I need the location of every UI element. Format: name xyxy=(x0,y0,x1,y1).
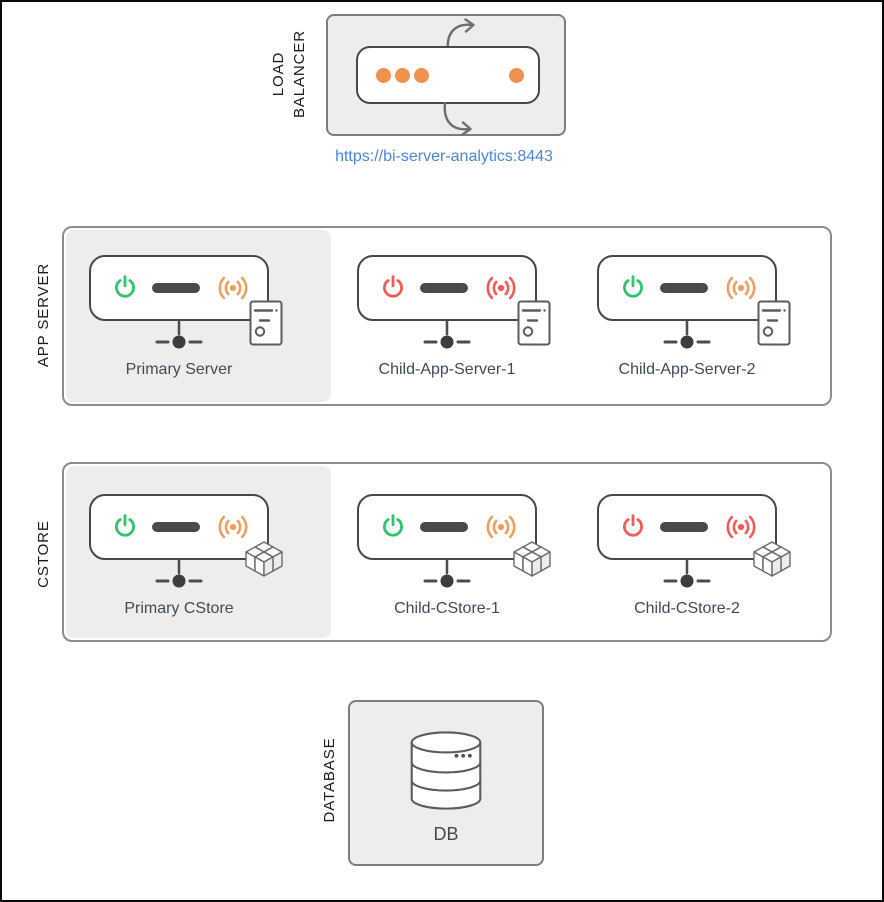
storage-pods-icon xyxy=(753,541,791,577)
server-node-label: Primary CStore xyxy=(124,600,234,617)
signal-icon xyxy=(486,276,516,300)
storage-pods-icon xyxy=(513,541,551,577)
power-icon xyxy=(115,514,135,537)
server-node-label: Child-CStore-2 xyxy=(634,600,740,617)
server-node-label: Primary Server xyxy=(125,361,233,378)
network-node-icon xyxy=(423,558,471,589)
database-section-label: DATABASE xyxy=(321,737,338,823)
server-status-card[interactable] xyxy=(89,255,283,346)
storage-pods-icon xyxy=(245,541,283,577)
server-tower-icon xyxy=(757,300,791,346)
status-dash-icon xyxy=(152,283,200,293)
server-status-card[interactable] xyxy=(357,494,551,577)
server-node-label: Child-App-Server-2 xyxy=(618,361,756,378)
server-node-label: Child-App-Server-1 xyxy=(378,361,516,378)
power-icon xyxy=(115,275,135,298)
status-dash-icon xyxy=(660,522,708,532)
power-icon xyxy=(623,275,643,298)
network-node-icon xyxy=(663,319,711,350)
node-child-cstore-2: Child-CStore-2 xyxy=(597,494,791,618)
status-dash-icon xyxy=(660,283,708,293)
lb-dot-icon xyxy=(509,68,524,83)
status-dash-icon xyxy=(420,283,468,293)
node-primary-cstore: Primary CStore xyxy=(89,494,283,618)
cycle-arrow-bottom-icon xyxy=(443,102,472,136)
server-tower-icon xyxy=(249,300,283,346)
load-balancer-box xyxy=(326,14,566,136)
app-server-section-label: APP SERVER xyxy=(35,262,52,368)
app-server-section: Primary Server Child-App-Server-1 Child-… xyxy=(62,226,832,406)
network-node-icon xyxy=(663,558,711,589)
status-dash-icon xyxy=(420,522,468,532)
server-tower-icon xyxy=(517,300,551,346)
node-child-app-server-2: Child-App-Server-2 xyxy=(597,255,791,379)
node-child-app-server-1: Child-App-Server-1 xyxy=(357,255,551,379)
signal-icon xyxy=(726,276,756,300)
database-icon xyxy=(410,731,482,810)
power-icon xyxy=(383,514,403,537)
db-label: DB xyxy=(433,824,459,844)
power-icon xyxy=(383,275,403,298)
server-node-label: Child-CStore-1 xyxy=(394,600,500,617)
node-child-cstore-1: Child-CStore-1 xyxy=(357,494,551,618)
server-status-card[interactable] xyxy=(357,255,551,346)
lb-dot-icon xyxy=(376,68,391,83)
node-primary-server: Primary Server xyxy=(89,255,283,379)
server-status-card[interactable] xyxy=(89,494,283,577)
cstore-section-label: CSTORE xyxy=(35,520,52,588)
load-balancer-icon[interactable] xyxy=(356,46,540,104)
server-status-card[interactable] xyxy=(597,255,791,346)
status-dash-icon xyxy=(152,522,200,532)
power-icon xyxy=(623,514,643,537)
cstore-section: Primary CStore Child-CStore-1 Child-CSto… xyxy=(62,462,832,642)
lb-dot-icon xyxy=(395,68,410,83)
load-balancer-url-link[interactable]: https://bi-server-analytics:8443 xyxy=(335,148,553,165)
signal-icon xyxy=(218,276,248,300)
network-node-icon xyxy=(155,319,203,350)
database-box: DB xyxy=(348,700,544,866)
network-node-icon xyxy=(155,558,203,589)
lb-dot-icon xyxy=(414,68,429,83)
server-status-card[interactable] xyxy=(597,494,791,577)
network-node-icon xyxy=(423,319,471,350)
